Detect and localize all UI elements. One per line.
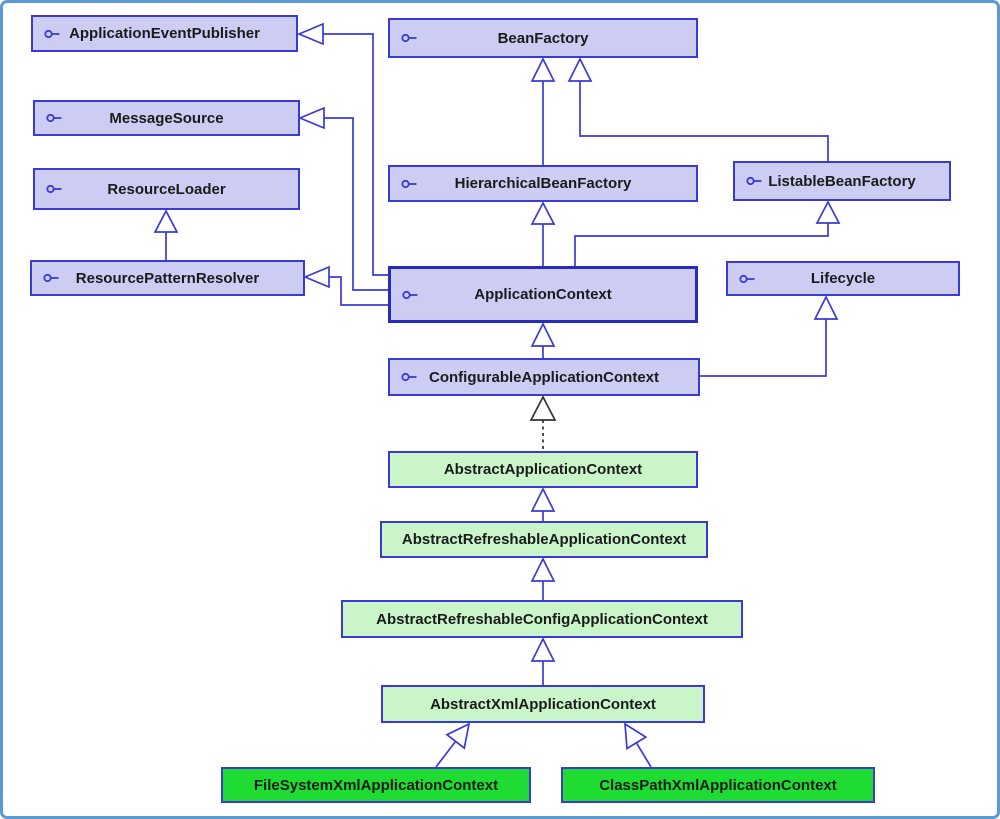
node-label: AbstractRefreshableApplicationContext [401,531,687,548]
node-label: Lifecycle [810,270,876,287]
interface-lollipop-icon [401,372,418,383]
node-configurable-application-context: ConfigurableApplicationContext [388,358,700,396]
node-label: ResourcePatternResolver [75,269,260,287]
edge-abstractrefreshableconfigapplicationcontext-extends-abstractrefreshableapplicationcontext [530,557,556,600]
edges-layer [153,22,841,768]
node-label: AbstractApplicationContext [443,461,643,478]
node-message-source: MessageSource [33,100,300,136]
edge-hierarchicalbeanfactory-extends-beanfactory [530,57,556,165]
node-abstract-refreshable-application-context: AbstractRefreshableApplicationContext [380,521,708,558]
edge-configurableapplicationcontext-extends-applicationcontext [530,322,556,358]
edge-classpathxmlapplicationcontext-extends-abstractxmlapplicationcontext [624,722,652,768]
edge-applicationcontext-extends-resourcepatternresolver [302,265,388,306]
node-lifecycle: Lifecycle [726,261,960,296]
node-class-path-xml-application-context: ClassPathXmlApplicationContext [561,767,875,803]
interface-lollipop-icon [746,176,763,187]
node-label: ClassPathXmlApplicationContext [599,776,837,794]
edge-resourcepatternresolver-extends-resourceloader [153,209,179,260]
interface-lollipop-icon [44,28,61,39]
node-label: FileSystemXmlApplicationContext [253,776,499,794]
node-label: HierarchicalBeanFactory [454,175,632,192]
node-resource-pattern-resolver: ResourcePatternResolver [30,260,305,296]
node-label: ApplicationContext [474,286,612,303]
edge-configurableapplicationcontext-extends-lifecycle [700,295,839,377]
interface-lollipop-icon [739,273,756,284]
node-label: AbstractRefreshableConfigApplicationCont… [376,610,708,628]
interface-lollipop-icon [43,273,60,284]
node-listable-bean-factory: ListableBeanFactory [733,161,951,201]
interface-lollipop-icon [401,178,418,189]
edge-listablebeanfactory-extends-beanfactory [567,57,829,161]
edge-filesystemxmlapplicationcontext-extends-abstractxmlapplicationcontext [435,722,471,768]
interface-lollipop-icon [46,184,63,195]
node-label: AbstractXmlApplicationContext [430,695,656,713]
node-file-system-xml-application-context: FileSystemXmlApplicationContext [221,767,531,803]
node-resource-loader: ResourceLoader [33,168,300,210]
node-abstract-application-context: AbstractApplicationContext [388,451,698,488]
node-application-context: ApplicationContext [388,266,698,323]
node-label: ConfigurableApplicationContext [429,368,659,386]
edge-applicationcontext-extends-hierarchicalbeanfactory [530,201,556,266]
interface-lollipop-icon [402,289,419,300]
node-abstract-refreshable-config-application-context: AbstractRefreshableConfigApplicationCont… [341,600,743,638]
node-label: ApplicationEventPublisher [69,25,260,42]
edge-applicationcontext-extends-listablebeanfactory [574,200,841,266]
edge-applicationcontext-extends-messagesource [297,106,388,291]
node-abstract-xml-application-context: AbstractXmlApplicationContext [381,685,705,723]
node-label: ListableBeanFactory [768,172,916,190]
node-application-event-publisher: ApplicationEventPublisher [31,15,298,52]
edge-applicationcontext-extends-applicationeventpublisher [296,22,388,276]
node-label: BeanFactory [497,29,589,47]
node-label: ResourceLoader [107,180,226,198]
node-label: MessageSource [109,109,224,127]
edge-abstractapplicationcontext-implements-configurableapplicationcontext [529,395,557,451]
node-bean-factory: BeanFactory [388,18,698,58]
edge-abstractrefreshableapplicationcontext-extends-abstractapplicationcontext [530,487,556,521]
node-hierarchical-bean-factory: HierarchicalBeanFactory [388,165,698,202]
edge-abstractxmlapplicationcontext-extends-abstractrefreshableconfigapplicationcontext [530,637,556,685]
interface-lollipop-icon [401,33,418,44]
interface-lollipop-icon [46,113,63,124]
